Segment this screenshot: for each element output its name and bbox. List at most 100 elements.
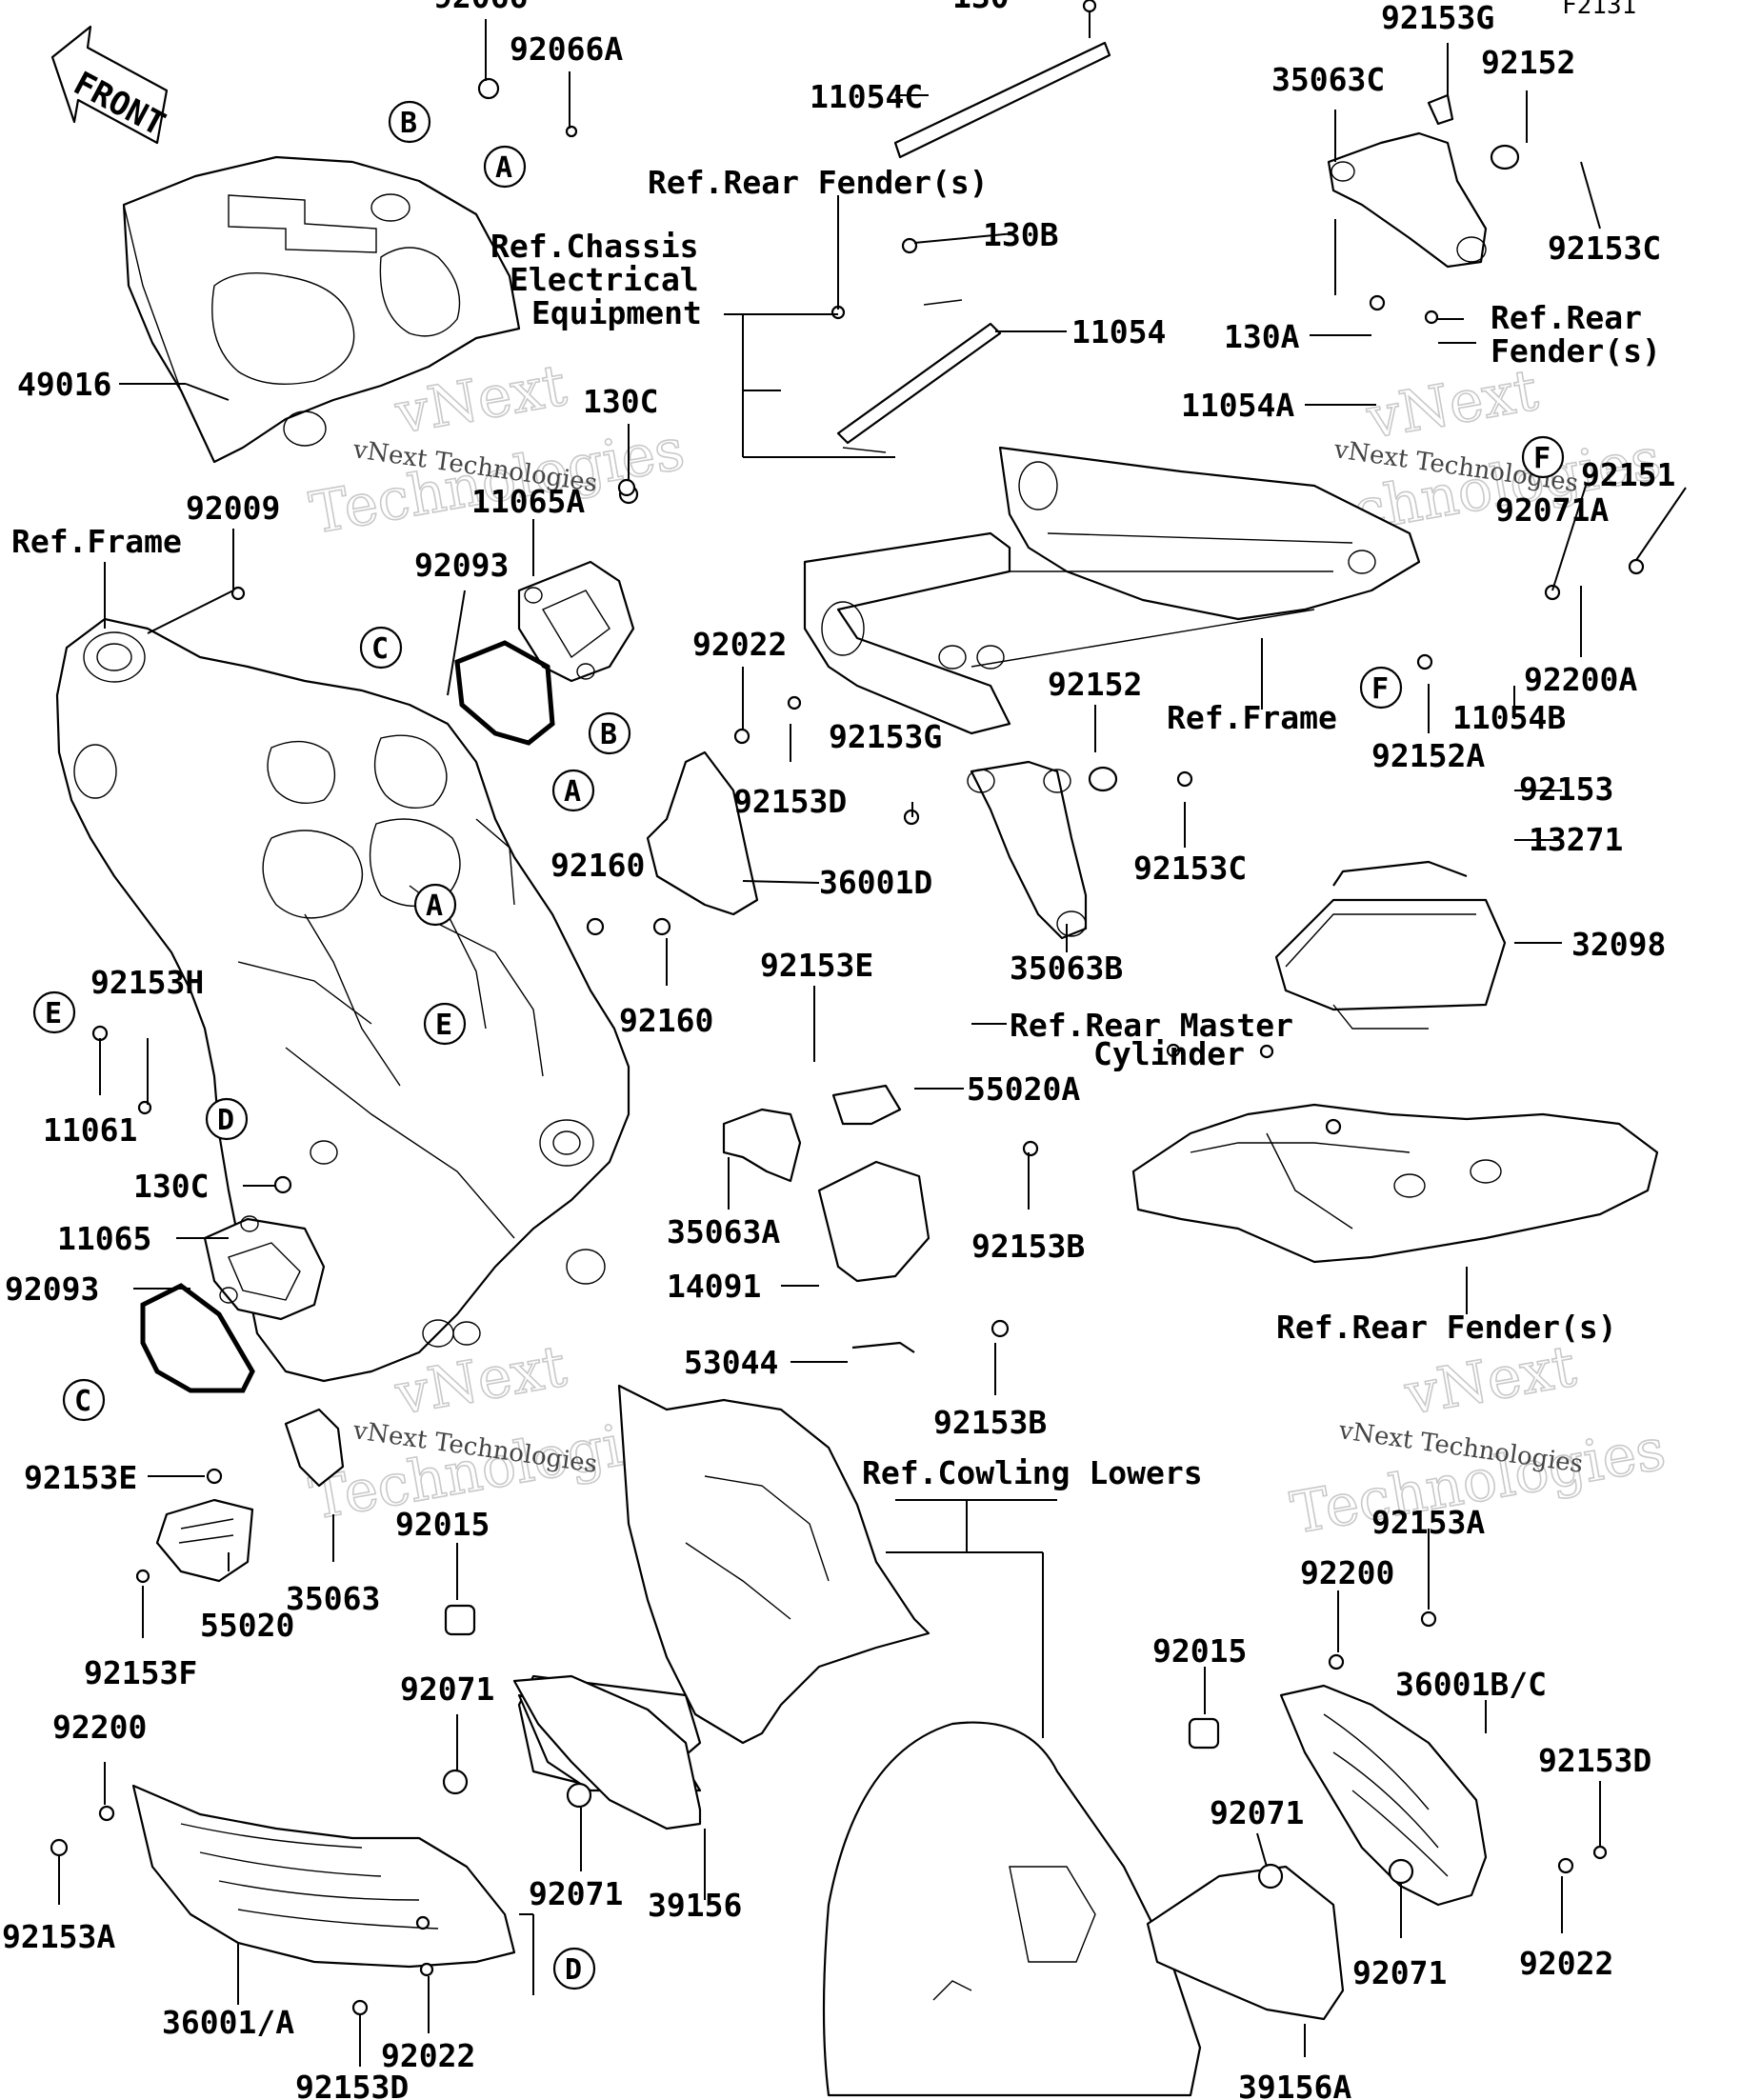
label-92153B-b: 92153B (933, 1404, 1047, 1441)
label-92071-left-1: 92071 (400, 1670, 494, 1708)
front-direction-arrow: FRONT (50, 25, 171, 145)
label-92160-a: 92160 (550, 847, 645, 884)
callout-circle-b-mid: B (588, 711, 631, 755)
label-92066: 92066 (433, 0, 528, 15)
label-92022-right: 92022 (1519, 1945, 1613, 1982)
callout-circle-a-top: A (483, 145, 527, 189)
label-92152-mid: 92152 (1048, 666, 1142, 703)
inner-panel-39156-shape (512, 1674, 702, 1830)
callout-circle-d-bottom: D (552, 1947, 596, 1990)
fuel-tank-cover-shape (122, 155, 521, 464)
svg-text:vNext: vNext (1361, 357, 1542, 452)
diagram-code: F2131 (1562, 0, 1636, 20)
callout-circle-c-bottom: C (62, 1378, 106, 1422)
label-ref-chassis-line2: Electrical (510, 261, 699, 298)
part-labels: 92066 92066A 130 11054C Ref.Rear Fender(… (2, 0, 1675, 2100)
label-ref-cowling-lowers: Ref.Cowling Lowers (862, 1454, 1203, 1491)
callout-circle-f-top: F (1521, 435, 1565, 479)
callout-circle-a-frame: A (413, 883, 457, 927)
label-ref-rear-fender-right-line1: Ref.Rear (1491, 299, 1642, 336)
svg-text:C: C (371, 632, 389, 666)
svg-text:B: B (600, 718, 617, 751)
label-35063A: 35063A (667, 1213, 780, 1250)
label-92153E-bottom: 92153E (24, 1459, 137, 1496)
label-35063B: 35063B (1010, 950, 1123, 987)
label-92153D-right: 92153D (1538, 1742, 1651, 1779)
tool-tray-shape (1274, 860, 1507, 1030)
svg-text:D: D (217, 1104, 234, 1137)
label-92009: 92009 (186, 490, 280, 527)
label-39156: 39156 (648, 1887, 742, 1924)
label-11054: 11054 (1071, 313, 1166, 350)
label-14091: 14091 (667, 1268, 761, 1305)
label-11065A: 11065A (471, 483, 585, 520)
label-92093-bottom: 92093 (5, 1270, 99, 1308)
label-11054A: 11054A (1181, 387, 1294, 424)
label-130B: 130B (983, 216, 1058, 253)
label-92066A: 92066A (510, 30, 623, 68)
label-92153G-mid: 92153G (829, 718, 942, 755)
svg-text:vNext: vNext (1399, 1333, 1580, 1429)
label-92152A: 92152A (1371, 737, 1485, 774)
label-ref-frame-center: Ref.Frame (1167, 699, 1337, 736)
label-92200A: 92200A (1524, 661, 1637, 698)
label-130C-bottom: 130C (133, 1168, 209, 1205)
svg-text:C: C (74, 1385, 91, 1418)
svg-text:A: A (564, 775, 581, 809)
label-39156A: 39156A (1238, 2069, 1351, 2100)
label-36001D: 36001D (819, 864, 932, 901)
side-cover-right-shape (1146, 1684, 1488, 2021)
label-35063C: 35063C (1271, 61, 1385, 98)
label-92071-left-2: 92071 (529, 1875, 623, 1912)
label-92200-right: 92200 (1300, 1554, 1394, 1591)
svg-text:A: A (426, 890, 443, 923)
label-49016: 49016 (17, 366, 111, 403)
duct-cover-upper-shape (454, 560, 635, 746)
label-92153E-mid: 92153E (760, 947, 873, 984)
duct-cover-lower-shape (140, 1215, 326, 1393)
label-32098: 32098 (1571, 926, 1666, 963)
svg-text:D: D (565, 1953, 582, 1987)
label-11061: 11061 (43, 1111, 137, 1149)
label-130: 130 (952, 0, 1010, 15)
label-92153D-bottom: 92153D (295, 2069, 409, 2100)
label-11054C: 11054C (810, 78, 923, 115)
label-92022-bottom: 92022 (381, 2037, 475, 2074)
label-92071-right-2: 92071 (1352, 1954, 1447, 1991)
callout-circle-c-top: C (359, 626, 403, 670)
label-92153G-top: 92153G (1381, 0, 1494, 36)
main-frame-shape (55, 617, 630, 1383)
rear-subframe-shape (803, 446, 1421, 735)
callout-circle-d-left: D (205, 1097, 249, 1141)
label-92153D-mid: 92153D (733, 783, 847, 820)
svg-text:E: E (435, 1009, 452, 1042)
label-92153H: 92153H (90, 964, 204, 1001)
label-36001A: 36001/A (162, 2004, 294, 2041)
label-92071-right-1: 92071 (1210, 1794, 1304, 1831)
label-130C-top: 130C (583, 383, 658, 420)
label-92153F: 92153F (84, 1654, 197, 1691)
label-92153: 92153 (1519, 770, 1613, 808)
rear-bracket-upper-shape (1327, 93, 1520, 269)
svg-text:E: E (45, 997, 62, 1030)
callout-circle-f-bottom: F (1359, 666, 1403, 710)
rear-fender-shape (1131, 1103, 1659, 1264)
label-92153A-left: 92153A (2, 1918, 115, 1955)
svg-text:A: A (495, 151, 512, 185)
label-92160-b: 92160 (619, 1002, 713, 1039)
label-92093-top: 92093 (414, 547, 509, 584)
label-92015-left: 92015 (395, 1506, 490, 1543)
svg-text:B: B (400, 107, 417, 140)
label-92153C-top: 92153C (1548, 230, 1661, 267)
label-92153A-right: 92153A (1371, 1504, 1485, 1541)
label-13271: 13271 (1529, 821, 1623, 858)
label-ref-frame-left: Ref.Frame (11, 523, 182, 560)
master-cylinder-bracket-shape (722, 1084, 931, 1353)
label-55020A: 55020A (967, 1070, 1080, 1108)
svg-text:F: F (1533, 442, 1551, 475)
cowling-lower-shape (822, 1721, 1202, 2097)
callout-circle-e-left: E (32, 990, 76, 1034)
leader-lines (58, 11, 1687, 2067)
